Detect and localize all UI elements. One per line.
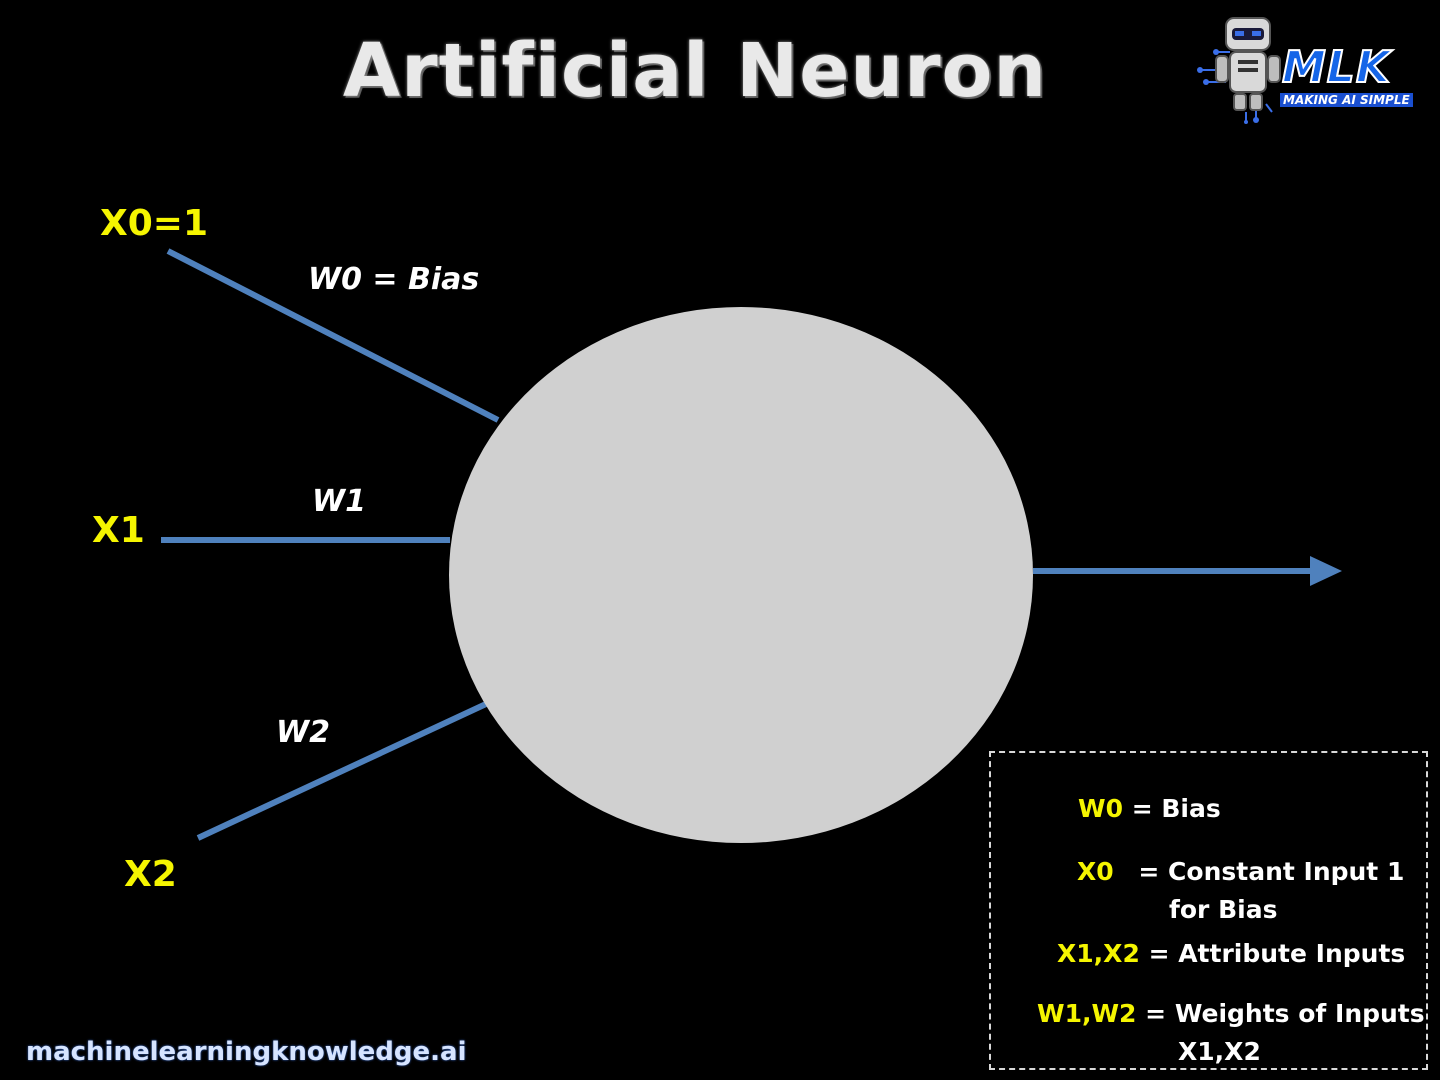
- legend-item-x0: X0 = Constant Input 1: [1077, 857, 1404, 887]
- legend-item-x1x2: X1,X2 = Attribute Inputs: [1057, 939, 1405, 969]
- input-label-x1: X1: [92, 510, 145, 551]
- input-label-x0: X0=1: [100, 203, 209, 244]
- neuron-body: [449, 307, 1033, 843]
- legend-text: = Weights of Inputs: [1145, 999, 1425, 1028]
- legend-key: X0: [1077, 857, 1114, 886]
- site-footer-link[interactable]: machinelearningknowledge.ai: [26, 1037, 467, 1067]
- logo-tagline: MAKING AI SIMPLE: [1280, 93, 1413, 107]
- legend-key: W0: [1078, 794, 1123, 823]
- output-arrowhead: [1310, 556, 1342, 586]
- connection-x2: [196, 701, 488, 841]
- page-title: Artificial Neuron: [342, 28, 1048, 114]
- legend-key: W1,W2: [1037, 999, 1137, 1028]
- weight-label-w2: W2: [276, 715, 330, 750]
- legend-key: X1,X2: [1057, 939, 1140, 968]
- weight-label-w1: W1: [312, 484, 366, 519]
- input-label-x2: X2: [124, 854, 177, 895]
- legend-box: [989, 751, 1428, 1070]
- connection-x0: [166, 248, 500, 423]
- robot-icon: [1197, 17, 1281, 124]
- legend-text: = Bias: [1131, 794, 1221, 823]
- legend-item-w1w2-continuation: X1,X2: [1178, 1037, 1261, 1066]
- legend-text: = Constant Input 1: [1138, 857, 1405, 886]
- legend-item-x0-continuation: for Bias: [1169, 895, 1278, 924]
- weight-label-w0: W0 = Bias: [308, 262, 480, 297]
- logo-wordmark: MLK: [1281, 42, 1391, 93]
- legend-item-w1w2: W1,W2 = Weights of Inputs: [1037, 999, 1425, 1029]
- legend-text: = Attribute Inputs: [1148, 939, 1406, 968]
- legend-item-w0: W0 = Bias: [1078, 794, 1221, 824]
